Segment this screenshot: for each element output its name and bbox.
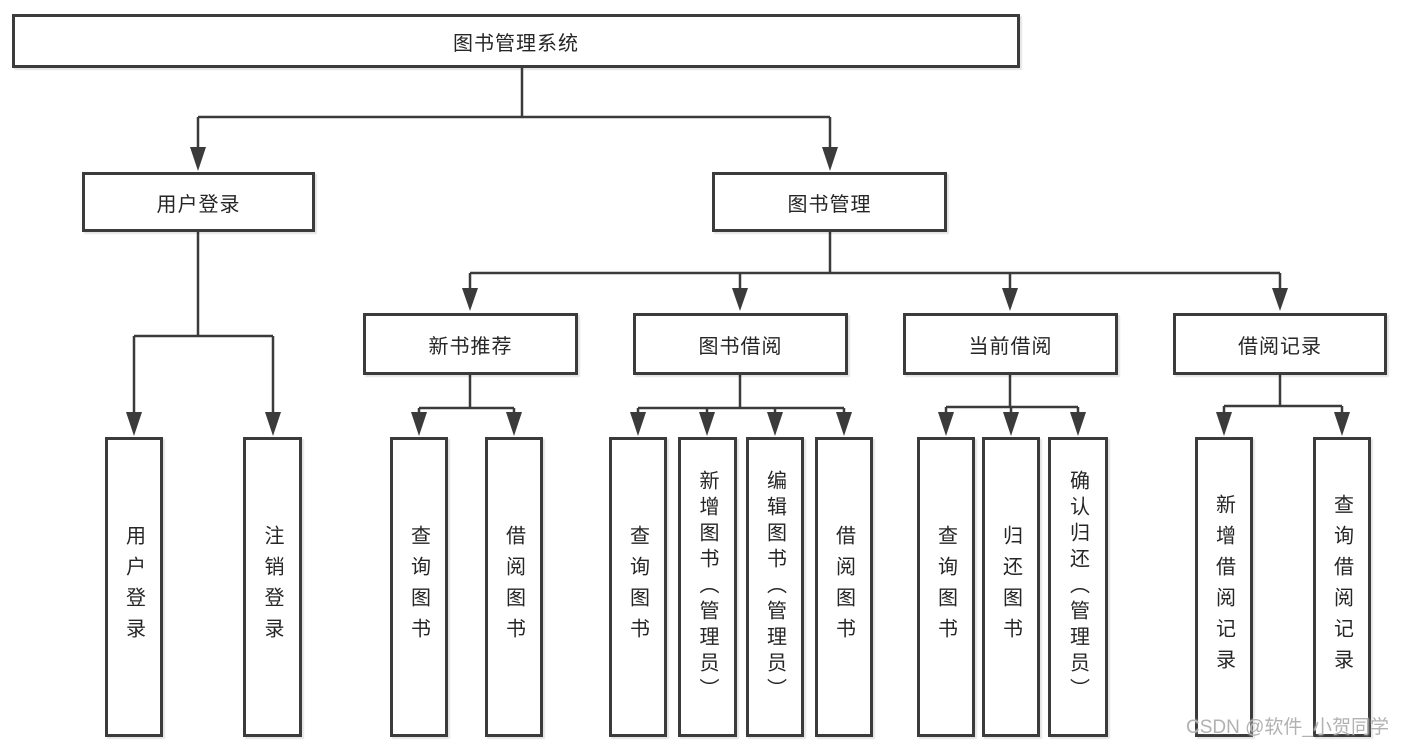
leaf-bb-edit-book-admin: 编辑图书（管理员） [746, 437, 804, 737]
leaf-cb-query-books-label: 查询图书 [934, 525, 957, 649]
leaf-bb-borrow-books: 借阅图书 [815, 437, 873, 737]
node-user-login: 用户登录 [82, 172, 315, 232]
node-book-management: 图书管理 [712, 172, 947, 232]
leaf-bb-borrow-books-label: 借阅图书 [832, 525, 855, 649]
node-borrow-records-label: 借阅记录 [1238, 335, 1322, 358]
leaf-nb-query-books: 查询图书 [390, 437, 448, 737]
node-root: 图书管理系统 [12, 14, 1020, 68]
leaf-cb-return-books: 归还图书 [982, 437, 1040, 737]
leaf-bb-edit-book-admin-label: 编辑图书（管理员） [763, 470, 786, 704]
leaf-logout: 注销登录 [243, 437, 302, 737]
node-current-borrow-label: 当前借阅 [968, 335, 1053, 358]
leaf-nb-borrow-books: 借阅图书 [485, 437, 543, 737]
leaf-br-add-record: 新增借阅记录 [1195, 437, 1253, 737]
node-new-book-recommend-label: 新书推荐 [428, 335, 513, 358]
leaf-nb-borrow-books-label: 借阅图书 [502, 525, 525, 649]
node-user-login-label: 用户登录 [156, 193, 241, 216]
leaf-cb-query-books: 查询图书 [917, 437, 975, 737]
watermark-text: CSDN @软件_小贺同学 [1186, 717, 1389, 738]
node-book-borrow-label: 图书借阅 [698, 335, 783, 358]
node-book-borrow: 图书借阅 [633, 313, 848, 375]
leaf-logout-label: 注销登录 [261, 525, 283, 649]
leaf-br-add-record-label: 新增借阅记录 [1212, 494, 1235, 680]
leaf-cb-return-books-label: 归还图书 [999, 525, 1022, 649]
node-root-label: 图书管理系统 [453, 32, 579, 55]
leaf-bb-query-books-label: 查询图书 [626, 525, 649, 649]
leaf-cb-confirm-return-admin: 确认归还（管理员） [1048, 437, 1108, 737]
leaf-br-query-record: 查询借阅记录 [1313, 437, 1371, 737]
leaf-bb-add-book-admin: 新增图书（管理员） [678, 437, 737, 737]
leaf-bb-query-books: 查询图书 [609, 437, 667, 737]
leaf-user-login-label: 用户登录 [122, 525, 145, 649]
leaf-user-login: 用户登录 [105, 437, 163, 737]
leaf-cb-confirm-return-admin-label: 确认归还（管理员） [1066, 470, 1089, 704]
node-current-borrow: 当前借阅 [903, 313, 1118, 375]
leaf-br-query-record-label: 查询借阅记录 [1330, 494, 1353, 680]
leaf-bb-add-book-admin-label: 新增图书（管理员） [696, 470, 718, 704]
node-borrow-records: 借阅记录 [1173, 313, 1387, 375]
leaf-nb-query-books-label: 查询图书 [407, 525, 430, 649]
node-new-book-recommend: 新书推荐 [363, 313, 578, 375]
node-book-management-label: 图书管理 [787, 193, 872, 216]
